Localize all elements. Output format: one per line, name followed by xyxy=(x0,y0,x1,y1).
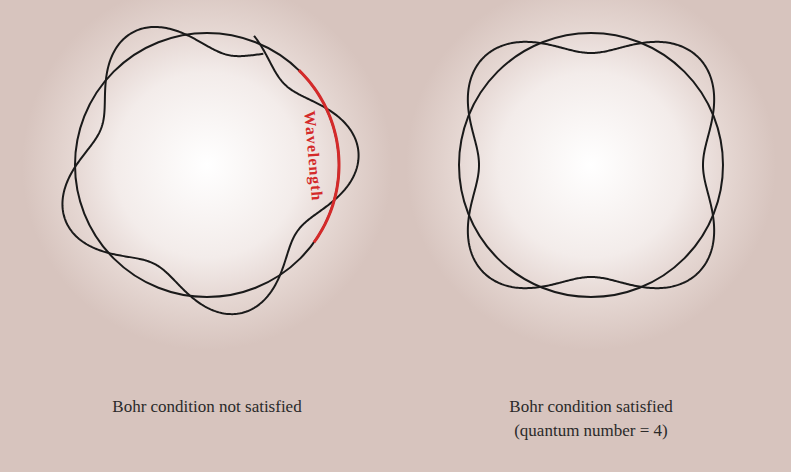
wave-unmatched xyxy=(62,27,358,314)
caption: Bohr condition not satisfied xyxy=(57,395,357,419)
glow xyxy=(22,0,392,350)
caption: Bohr condition satisfied (quantum number… xyxy=(484,395,699,443)
orbit-circle xyxy=(75,33,339,297)
glow xyxy=(406,0,776,350)
wave-standing xyxy=(468,42,714,288)
orbit-circle xyxy=(459,33,723,297)
